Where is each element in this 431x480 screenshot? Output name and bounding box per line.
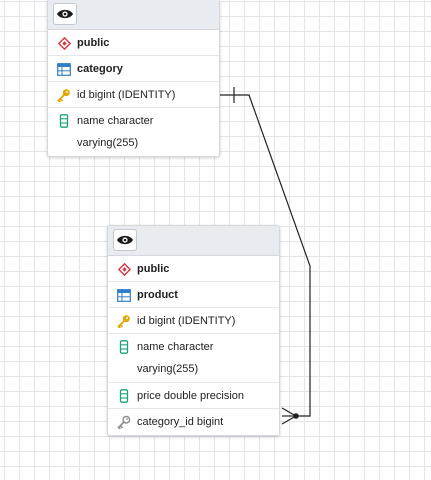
schema-row: public — [48, 30, 219, 56]
column-row[interactable]: name character varying(255) — [48, 108, 219, 156]
column-label: name character varying(255) — [137, 341, 214, 375]
column-icon — [57, 114, 71, 128]
column-label: id bigint (IDENTITY) — [137, 315, 236, 327]
many-marker — [281, 415, 297, 425]
column-icon — [117, 389, 131, 403]
eye-icon — [117, 235, 133, 245]
table-name-row: category — [48, 56, 219, 82]
schema-icon — [57, 36, 71, 50]
column-row[interactable]: name character varying(255) — [108, 334, 279, 383]
many-marker — [281, 407, 297, 417]
table-header — [48, 0, 219, 30]
column-label: id bigint (IDENTITY) — [77, 89, 176, 101]
column-label: category_id bigint — [137, 416, 224, 428]
view-data-button[interactable] — [53, 3, 77, 25]
column-row[interactable]: category_id bigint — [108, 409, 279, 435]
table-node-product[interactable]: public product id bigint (IDENTITY) name… — [107, 225, 280, 436]
key-icon — [57, 88, 71, 102]
edge-anchor-dot — [293, 413, 299, 419]
column-row[interactable]: id bigint (IDENTITY) — [108, 308, 279, 334]
table-name: product — [137, 289, 178, 301]
table-header — [108, 226, 279, 256]
column-icon — [117, 340, 131, 354]
schema-name: public — [77, 37, 110, 49]
table-icon — [117, 288, 131, 302]
column-row[interactable]: price double precision — [108, 383, 279, 409]
table-icon — [57, 62, 71, 76]
schema-name: public — [137, 263, 170, 275]
view-data-button[interactable] — [113, 229, 137, 251]
column-row[interactable]: id bigint (IDENTITY) — [48, 82, 219, 108]
column-label: name character varying(255) — [77, 115, 154, 149]
table-name-row: product — [108, 282, 279, 308]
schema-icon — [117, 262, 131, 276]
foreign-key-icon — [117, 415, 131, 429]
key-icon — [117, 314, 131, 328]
column-label: price double precision — [137, 390, 245, 402]
schema-row: public — [108, 256, 279, 282]
eye-icon — [57, 9, 73, 19]
table-node-category[interactable]: public category id bigint (IDENTITY) nam… — [47, 0, 220, 157]
table-name: category — [77, 63, 123, 75]
